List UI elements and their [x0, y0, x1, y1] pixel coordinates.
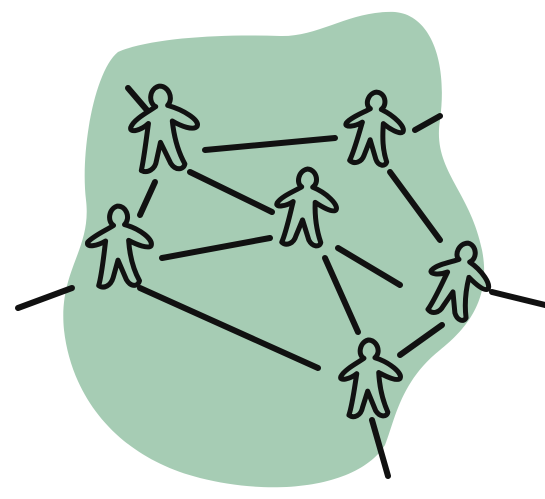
link-f-out	[369, 417, 391, 479]
link-a-d	[137, 179, 158, 218]
person-f	[338, 337, 403, 420]
person-a	[128, 83, 200, 175]
link-b-out	[412, 113, 443, 133]
link-c-e	[335, 245, 403, 288]
person-b	[343, 89, 406, 168]
link-b-e	[387, 169, 443, 243]
person-e	[425, 240, 492, 323]
person-figures	[85, 83, 492, 420]
link-d-out	[15, 285, 75, 311]
link-c-f	[322, 255, 361, 335]
link-e-f	[397, 322, 445, 358]
link-d-f	[137, 285, 321, 371]
person-d	[85, 203, 154, 290]
person-c	[274, 166, 339, 249]
link-a-c	[187, 169, 275, 215]
link-d-c	[159, 235, 273, 261]
link-a-b	[202, 135, 338, 153]
link-e-out	[489, 289, 545, 308]
